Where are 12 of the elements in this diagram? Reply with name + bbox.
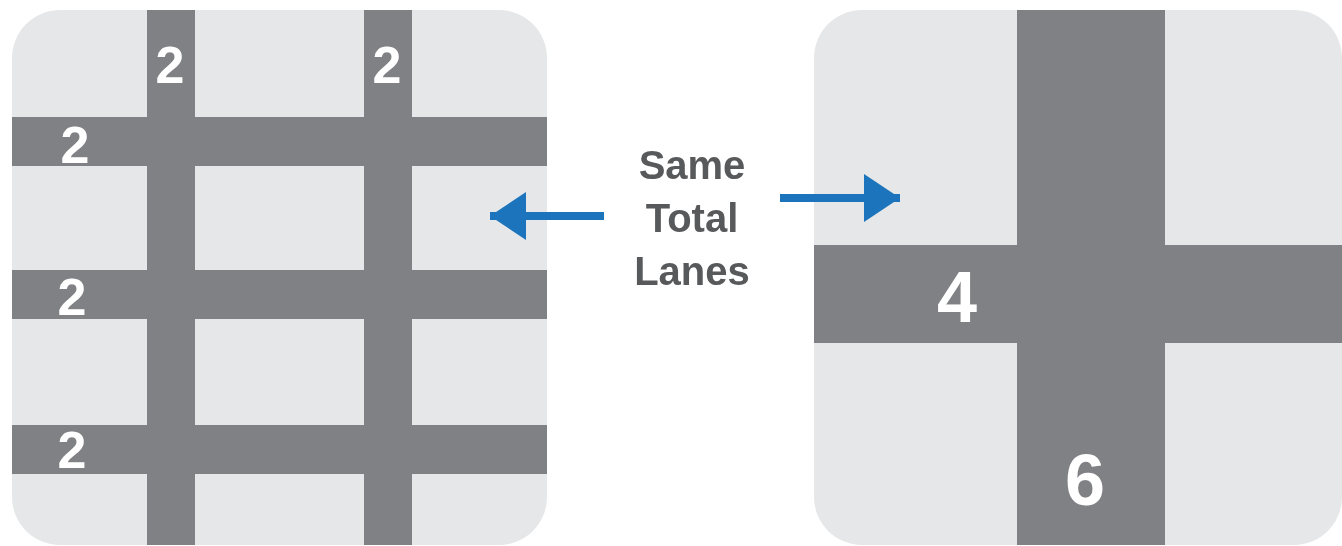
block-panel <box>12 10 547 545</box>
lane-count: 4 <box>937 261 977 333</box>
caption-text: Same Total Lanes <box>633 141 751 295</box>
lane-count: 6 <box>1065 444 1105 516</box>
lane-count: 2 <box>57 424 87 476</box>
lane-count: 2 <box>60 119 90 171</box>
lane-count: 2 <box>372 39 402 91</box>
lane-count: 2 <box>57 271 87 323</box>
arrow <box>490 192 604 240</box>
lane-count: 2 <box>155 39 185 91</box>
block-panel <box>814 10 1342 545</box>
arrow <box>780 174 900 222</box>
